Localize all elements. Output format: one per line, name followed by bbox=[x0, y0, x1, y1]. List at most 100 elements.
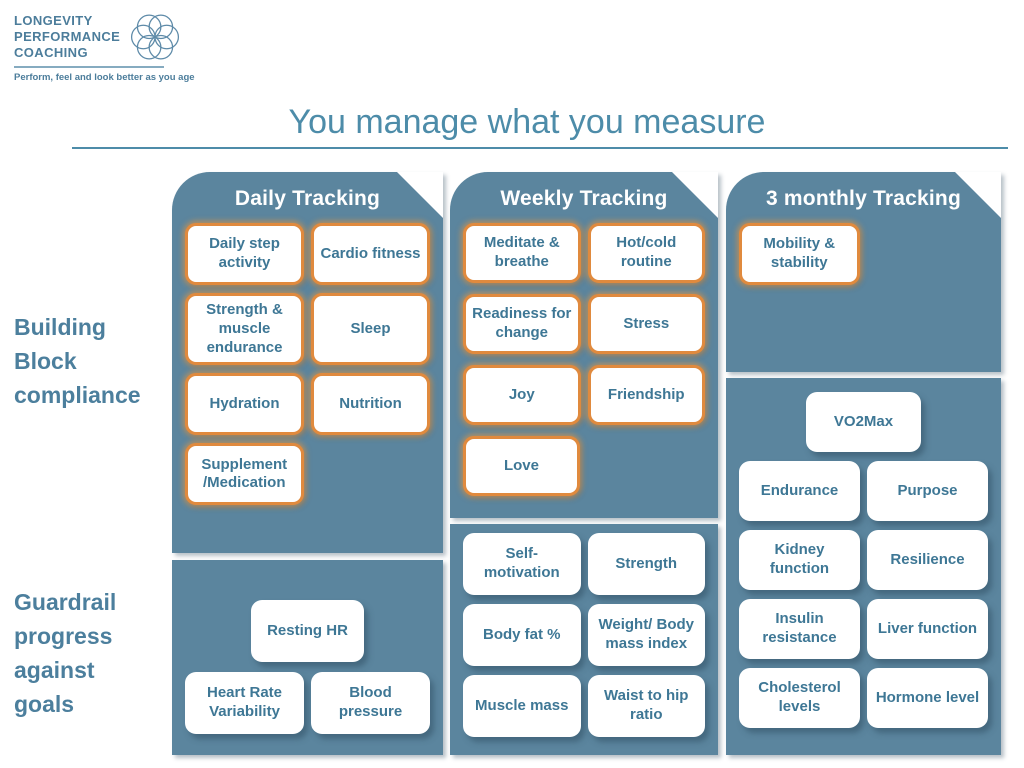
column-daily-tracking: Daily Tracking Daily step activity Cardi… bbox=[172, 172, 443, 755]
chip-row: Body fat % Weight/ Body mass index bbox=[463, 604, 705, 666]
chip-rows: VO2Max Endurance Purpose Kidney function… bbox=[726, 378, 1001, 728]
chip-label: Self-motivation bbox=[483, 545, 560, 581]
column-header-3-monthly: 3 monthly Tracking bbox=[766, 187, 961, 210]
chip-label: Endurance bbox=[760, 481, 839, 499]
page-title: You manage what you measure bbox=[288, 103, 766, 141]
chip-label: Body fat % bbox=[482, 625, 561, 643]
chip-label: Heart Rate Variability bbox=[206, 684, 283, 720]
chip-label: Liver function bbox=[877, 619, 978, 637]
chip-rows: Self-motivation Strength Body fat % Weig… bbox=[450, 524, 718, 737]
daily-compliance-panel: Daily Tracking Daily step activity Cardi… bbox=[172, 172, 443, 553]
chip-label: Stress bbox=[623, 314, 670, 332]
chip-strength: Strength bbox=[587, 533, 705, 595]
chip-kidney-function: Kidney function bbox=[739, 530, 860, 590]
column-weekly-tracking: Weekly Tracking Meditate & breathe Hot/c… bbox=[450, 172, 718, 755]
chip-label: Kidney function bbox=[769, 541, 830, 577]
chip-strength-muscle-endurance: Strength & muscle endurance bbox=[185, 293, 304, 366]
chip-purpose: Purpose bbox=[867, 461, 988, 521]
chip-label: Readiness for change bbox=[472, 305, 572, 341]
chip-label: Joy bbox=[508, 385, 535, 403]
daily-guardrail-panel: Resting HR Heart Rate Variability Blood … bbox=[172, 560, 443, 755]
title-underline bbox=[72, 147, 1008, 149]
row-label-guardrail-progress: Guardrail progress against goals bbox=[14, 589, 117, 718]
column-3-monthly-tracking: 3 monthly Tracking Mobility & stability … bbox=[726, 172, 1001, 755]
chip-label: Nutrition bbox=[339, 394, 402, 412]
brand-logo: LONGEVITY PERFORMANCE COACHING bbox=[14, 10, 204, 83]
chip-label: Resting HR bbox=[267, 621, 348, 639]
chip-rows: Resting HR Heart Rate Variability Blood … bbox=[172, 560, 443, 734]
weekly-guardrail-panel: Self-motivation Strength Body fat % Weig… bbox=[450, 524, 718, 755]
chip-row: Love bbox=[463, 436, 705, 496]
chip-row: Meditate & breathe Hot/cold routine bbox=[463, 223, 705, 283]
chip-label: Cardio fitness bbox=[320, 244, 421, 262]
brand-name-line: PERFORMANCE bbox=[14, 28, 121, 44]
chip-row: Kidney function Resilience bbox=[739, 530, 988, 590]
chip-label: Hydration bbox=[209, 394, 280, 412]
chip-label: Cholesterol levels bbox=[758, 679, 841, 715]
chip-weight-body-mass-index: Weight/ Body mass index bbox=[587, 604, 705, 666]
chip-label: Blood pressure bbox=[338, 684, 403, 720]
chip-row: Endurance Purpose bbox=[739, 461, 988, 521]
chip-friendship: Friendship bbox=[587, 365, 705, 425]
chip-row: Cholesterol levels Hormone level bbox=[739, 668, 988, 728]
chip-label: Daily step activity bbox=[209, 235, 280, 271]
chip-nutrition: Nutrition bbox=[311, 373, 430, 436]
flower-rosette-icon bbox=[128, 10, 182, 64]
chip-row: VO2Max bbox=[739, 392, 988, 452]
chip-label: Mobility & stability bbox=[763, 235, 836, 271]
chip-row: Supplement /Medication bbox=[185, 443, 430, 506]
chip-rows: Daily step activity Cardio fitness Stren… bbox=[172, 211, 443, 506]
chip-label: Supplement /Medication bbox=[201, 455, 288, 492]
chip-cardio-fitness: Cardio fitness bbox=[311, 223, 430, 285]
brand-name: LONGEVITY PERFORMANCE COACHING bbox=[14, 13, 120, 62]
chip-label: Meditate & breathe bbox=[483, 234, 560, 270]
chip-label: Strength bbox=[615, 554, 678, 572]
chip-liver-function: Liver function bbox=[867, 599, 988, 659]
brand-name-line: LONGEVITY bbox=[14, 12, 93, 28]
chip-mobility-stability: Mobility & stability bbox=[739, 223, 860, 285]
chip-label: Sleep bbox=[350, 319, 391, 337]
chip-row: Readiness for change Stress bbox=[463, 294, 705, 354]
chip-waist-to-hip-ratio: Waist to hip ratio bbox=[587, 675, 705, 737]
chip-hot-cold-routine: Hot/cold routine bbox=[587, 223, 705, 283]
chip-love: Love bbox=[463, 436, 580, 496]
chip-meditate-breathe: Meditate & breathe bbox=[463, 223, 581, 283]
logo-divider bbox=[14, 66, 164, 68]
chip-resilience: Resilience bbox=[867, 530, 988, 590]
weekly-compliance-panel: Weekly Tracking Meditate & breathe Hot/c… bbox=[450, 172, 718, 518]
chip-daily-step-activity: Daily step activity bbox=[185, 223, 304, 285]
chip-label: Insulin resistance bbox=[762, 610, 837, 646]
column-header-daily: Daily Tracking bbox=[234, 187, 381, 210]
chip-label: Love bbox=[503, 456, 539, 474]
brand-name-line: COACHING bbox=[14, 45, 88, 61]
brand-logo-top: LONGEVITY PERFORMANCE COACHING bbox=[14, 10, 204, 64]
chip-row: Mobility & stability bbox=[739, 223, 988, 285]
chip-body-fat-percent: Body fat % bbox=[463, 604, 581, 666]
chip-joy: Joy bbox=[463, 365, 581, 425]
chip-insulin-resistance: Insulin resistance bbox=[739, 599, 860, 659]
chip-hormone-level: Hormone level bbox=[867, 668, 988, 728]
chip-readiness-for-change: Readiness for change bbox=[463, 294, 581, 354]
chip-rows: Mobility & stability bbox=[726, 211, 1001, 285]
column-header-weekly: Weekly Tracking bbox=[500, 187, 668, 210]
chip-label: Weight/ Body mass index bbox=[598, 616, 695, 652]
chip-blood-pressure: Blood pressure bbox=[311, 672, 430, 734]
chip-row: Resting HR bbox=[185, 600, 430, 662]
chip-muscle-mass: Muscle mass bbox=[463, 675, 581, 737]
chip-label: Friendship bbox=[607, 385, 685, 403]
three-monthly-guardrail-panel: VO2Max Endurance Purpose Kidney function… bbox=[726, 378, 1001, 755]
chip-heart-rate-variability: Heart Rate Variability bbox=[185, 672, 304, 734]
chip-row: Insulin resistance Liver function bbox=[739, 599, 988, 659]
chip-row: Heart Rate Variability Blood pressure bbox=[185, 672, 430, 734]
chip-row: Joy Friendship bbox=[463, 365, 705, 425]
chip-stress: Stress bbox=[587, 294, 705, 354]
chip-label: VO2Max bbox=[833, 412, 894, 430]
brand-tagline: Perform, feel and look better as you age bbox=[14, 72, 195, 83]
chip-label: Purpose bbox=[897, 481, 958, 499]
chip-row: Strength & muscle endurance Sleep bbox=[185, 293, 430, 366]
three-monthly-compliance-panel: 3 monthly Tracking Mobility & stability bbox=[726, 172, 1001, 372]
chip-label: Hormone level bbox=[875, 688, 980, 706]
chip-vo2max: VO2Max bbox=[806, 392, 921, 452]
chip-hydration: Hydration bbox=[185, 373, 304, 436]
chip-sleep: Sleep bbox=[311, 293, 430, 366]
